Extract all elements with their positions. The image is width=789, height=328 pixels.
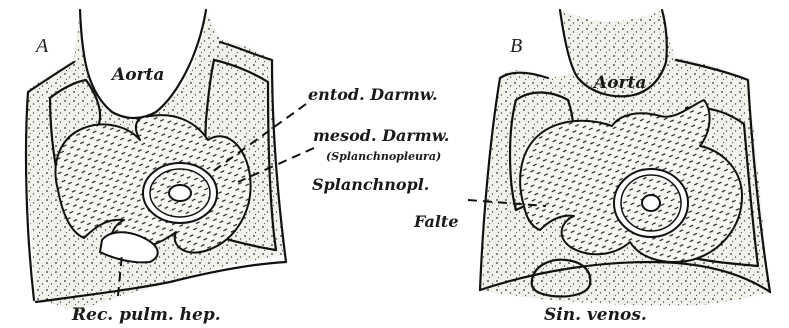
panel-b-gut-lumen xyxy=(642,195,660,211)
panel-a-mesod-label: mesod. Darmw. xyxy=(313,126,449,145)
panel-b-letter: B xyxy=(510,35,522,57)
panel-a-letter: A xyxy=(34,35,49,57)
panel-b-fold-label-line2: Falte xyxy=(413,212,459,231)
panel-a-aorta-label: Aorta xyxy=(110,65,164,85)
panel-a-entod-label: entod. Darmw. xyxy=(308,85,438,104)
panel-b-sinus-label: Sin. venos. xyxy=(544,305,647,325)
panel-a-gut-lumen xyxy=(169,185,191,201)
panel-b-aorta-label: Aorta xyxy=(592,73,646,93)
panel-a: A Aorta entod. Darmw. mesod. Darmw. (Spl… xyxy=(26,10,449,325)
panel-b-fold-label-line1: Splanchnopl. xyxy=(312,175,429,194)
panel-a-recess-label: Rec. pulm. hep. xyxy=(71,305,221,325)
panel-a-mesod-sub-label: (Splanchnopleura) xyxy=(326,150,441,163)
panel-b: B Aorta Splanchnopl. Falte Sin. venos. xyxy=(312,10,770,325)
